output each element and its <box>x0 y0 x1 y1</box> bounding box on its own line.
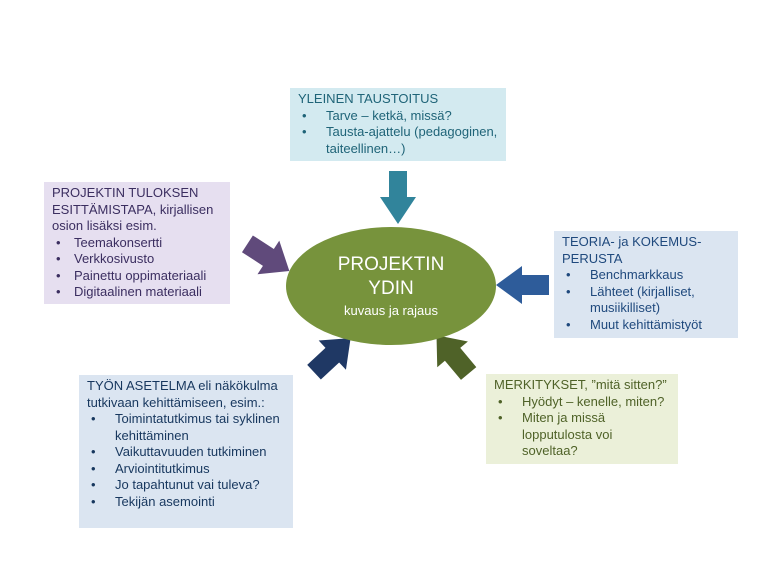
work-setting-box: TYÖN ASETELMA eli näkökulma tutkivaan ke… <box>79 375 293 528</box>
list-item: Painettu oppimateriaali <box>52 268 222 285</box>
project-core-ellipse: PROJEKTIN YDIN kuvaus ja rajaus <box>286 227 496 345</box>
meanings-box: MERKITYKSET, ”mitä sitten?” Hyödyt – ken… <box>486 374 678 464</box>
list-item: Tausta-ajattelu (pedagoginen, taiteellin… <box>298 124 498 157</box>
background-box-title: YLEINEN TAUSTOITUS <box>298 91 439 106</box>
list-item: Hyödyt – kenelle, miten? <box>494 394 670 411</box>
arrow-bottom-left <box>307 338 351 380</box>
list-item: Vaikuttavuuden tutkiminen <box>87 444 285 461</box>
meanings-box-title: MERKITYKSET, ”mitä sitten?” <box>494 377 667 392</box>
list-item: Jo tapahtunut vai tuleva? <box>87 477 285 494</box>
list-item: Lähteet (kirjalliset, musiikilliset) <box>562 284 730 317</box>
meanings-list: Hyödyt – kenelle, miten? Miten ja missä … <box>494 394 670 460</box>
theory-box: TEORIA- ja KOKEMUS-PERUSTA Benchmarkkaus… <box>554 231 738 338</box>
theory-list: Benchmarkkaus Lähteet (kirjalliset, musi… <box>562 267 730 333</box>
list-item: Verkkosivusto <box>52 251 222 268</box>
arrow-right <box>496 266 549 304</box>
presentation-box: PROJEKTIN TULOKSEN ESITTÄMISTAPA, kirjal… <box>44 182 230 304</box>
theory-box-title: TEORIA- ja KOKEMUS-PERUSTA <box>562 234 702 266</box>
presentation-list: Teemakonsertti Verkkosivusto Painettu op… <box>52 235 222 301</box>
list-item: Arviointitutkimus <box>87 461 285 478</box>
list-item: Muut kehittämistyöt <box>562 317 730 334</box>
list-item: Miten ja missä lopputulosta voi soveltaa… <box>494 410 670 460</box>
core-title-line2: YDIN <box>368 278 414 299</box>
background-box: YLEINEN TAUSTOITUS Tarve – ketkä, missä?… <box>290 88 506 161</box>
presentation-box-title: PROJEKTIN TULOKSEN ESITTÄMISTAPA, kirjal… <box>52 185 214 233</box>
background-list: Tarve – ketkä, missä? Tausta-ajattelu (p… <box>298 108 498 158</box>
work-setting-box-title: TYÖN ASETELMA eli näkökulma tutkivaan ke… <box>87 378 278 410</box>
list-item: Digitaalinen materiaali <box>52 284 222 301</box>
list-item: Tarve – ketkä, missä? <box>298 108 498 125</box>
arrow-left <box>241 235 290 275</box>
list-item: Benchmarkkaus <box>562 267 730 284</box>
list-item: Tekijän asemointi <box>87 494 285 511</box>
list-item: Teemakonsertti <box>52 235 222 252</box>
list-item: Toimintatutkimus tai syklinen kehittämin… <box>87 411 285 444</box>
arrow-top <box>380 171 416 224</box>
arrow-bottom-right <box>436 335 477 380</box>
core-subtitle: kuvaus ja rajaus <box>344 303 438 318</box>
work-setting-list: Toimintatutkimus tai syklinen kehittämin… <box>87 411 285 510</box>
core-title-line1: PROJEKTIN <box>337 254 445 275</box>
